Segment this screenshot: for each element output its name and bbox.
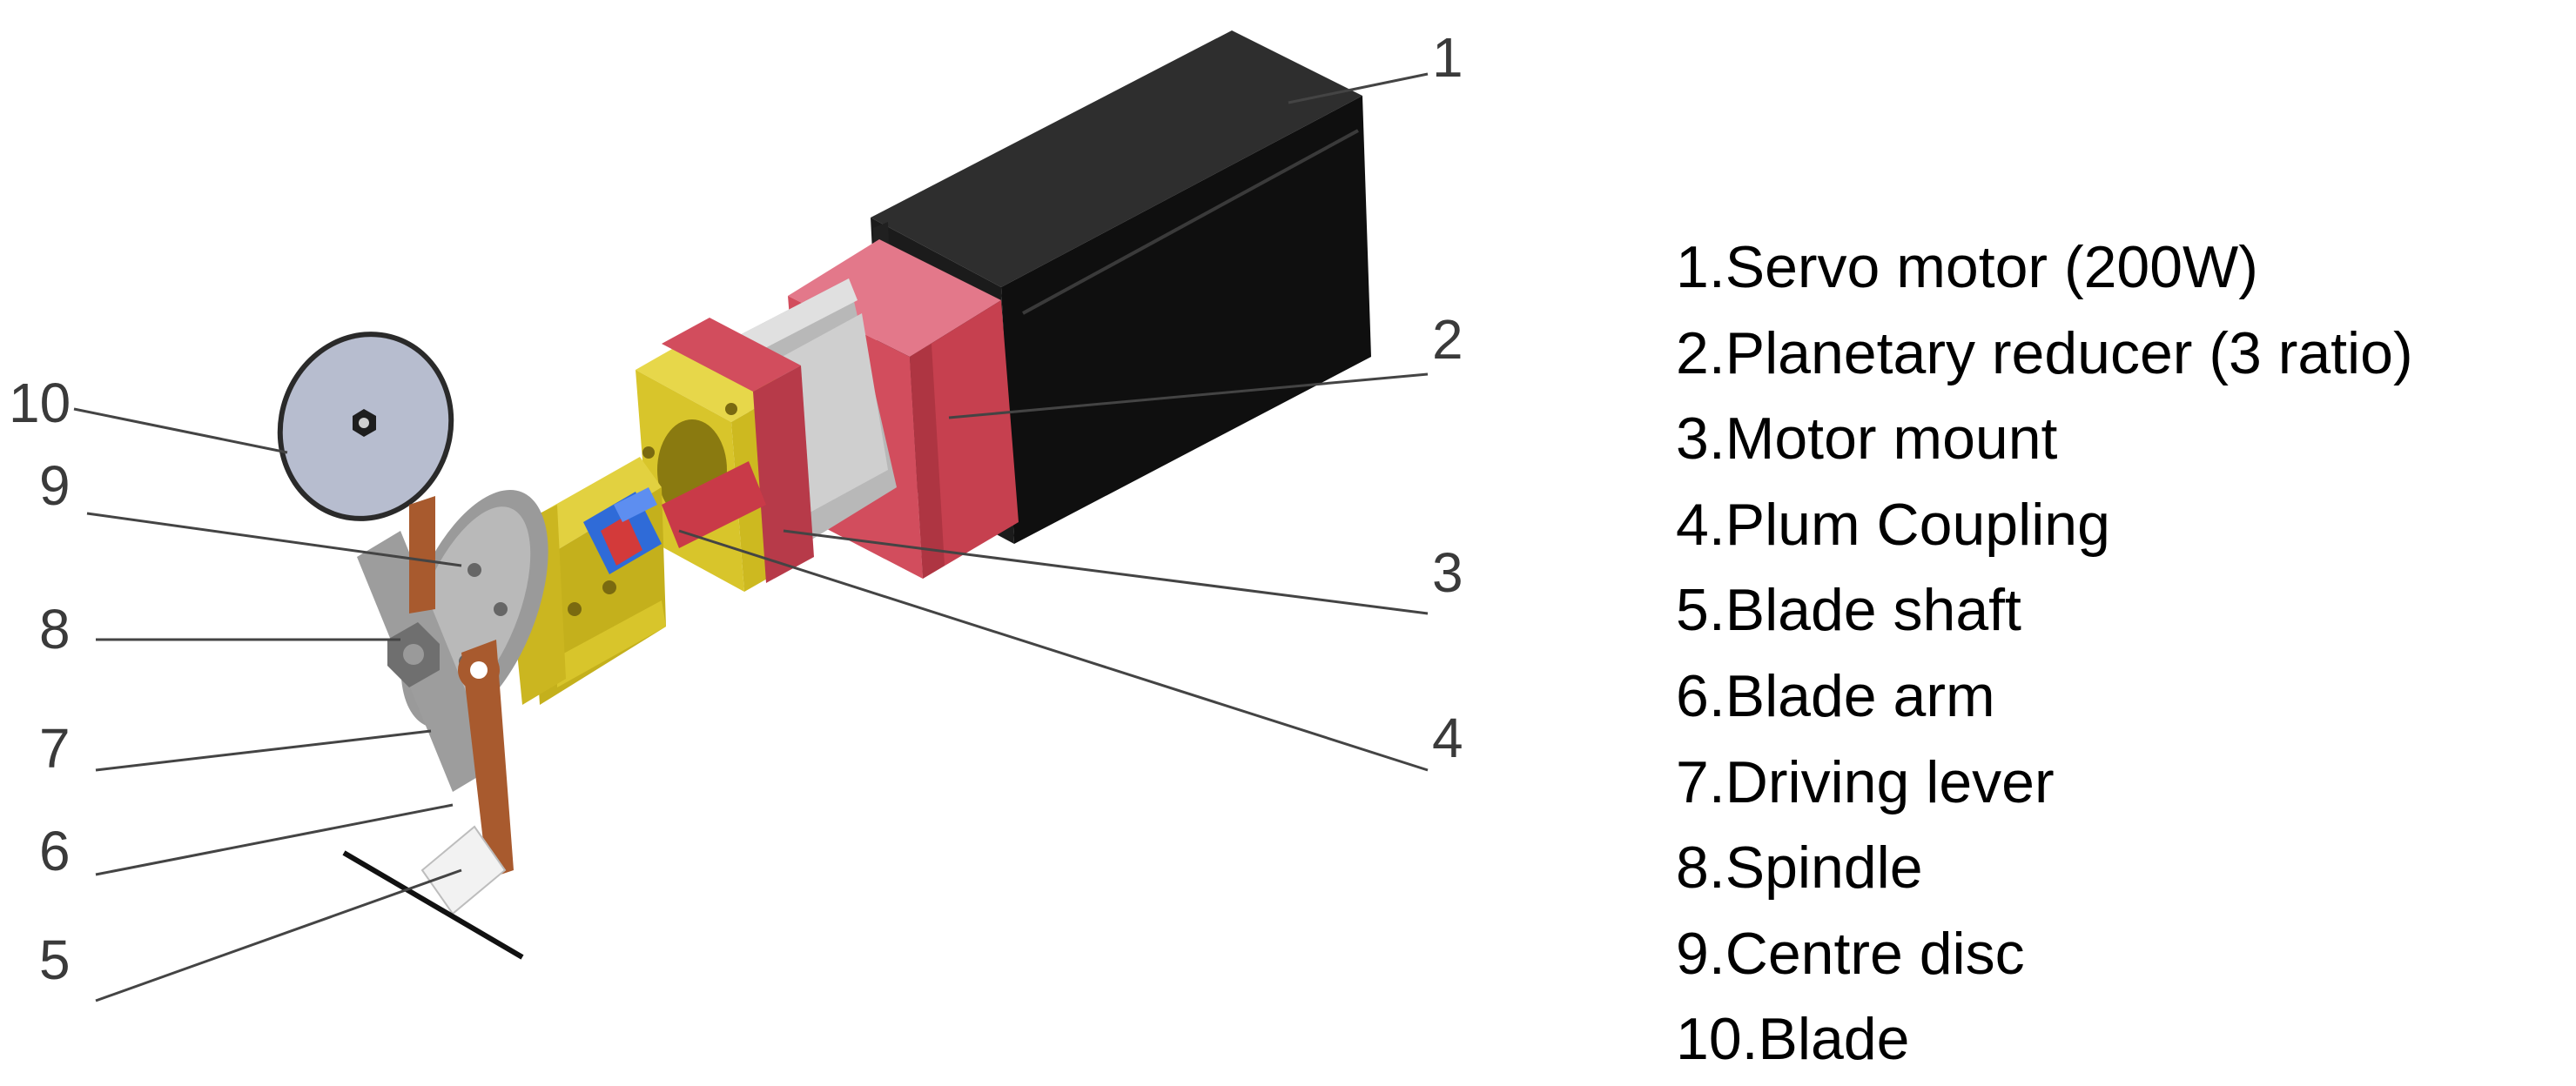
legend-item-centre-disc: 9.Centre disc [1676, 920, 2025, 987]
blade-shaft-segment [662, 461, 766, 548]
plum-coupling [583, 487, 662, 574]
callout-numbers: 1 2 3 4 5 6 7 8 9 10 [9, 26, 1463, 991]
leader-lines [73, 72, 1429, 1002]
callout-3: 3 [1432, 541, 1463, 604]
legend-item-driving-lever: 7.Driving lever [1676, 748, 2055, 815]
callout-8: 8 [39, 598, 71, 660]
legend-item-blade: 10.Blade [1676, 1006, 1910, 1073]
blade [277, 332, 454, 521]
motor-mount [505, 318, 814, 705]
callout-6: 6 [39, 820, 71, 882]
parts-legend: 1.Servo motor (200W) 2.Planetary reducer… [1676, 225, 2413, 1083]
legend-item-blade-shaft: 5.Blade shaft [1676, 577, 2021, 644]
callout-4: 4 [1432, 707, 1463, 769]
legend-item-blade-arm: 6.Blade arm [1676, 662, 1995, 729]
callout-9: 9 [39, 454, 71, 517]
legend-item-servo-motor: 1.Servo motor (200W) [1676, 234, 2258, 300]
blade-shaft [342, 825, 524, 960]
blade-arm [458, 640, 514, 879]
callout-7: 7 [39, 717, 71, 780]
legend-item-plum-coupling: 4.Plum Coupling [1676, 491, 2110, 558]
legend-item-spindle: 8.Spindle [1676, 835, 1923, 902]
legend-item-motor-mount: 3.Motor mount [1676, 406, 2058, 473]
callout-10: 10 [9, 372, 71, 434]
callout-2: 2 [1432, 308, 1463, 371]
callout-5: 5 [39, 928, 71, 991]
callout-1: 1 [1432, 26, 1463, 89]
legend-item-planetary-reducer: 2.Planetary reducer (3 ratio) [1676, 319, 2413, 386]
